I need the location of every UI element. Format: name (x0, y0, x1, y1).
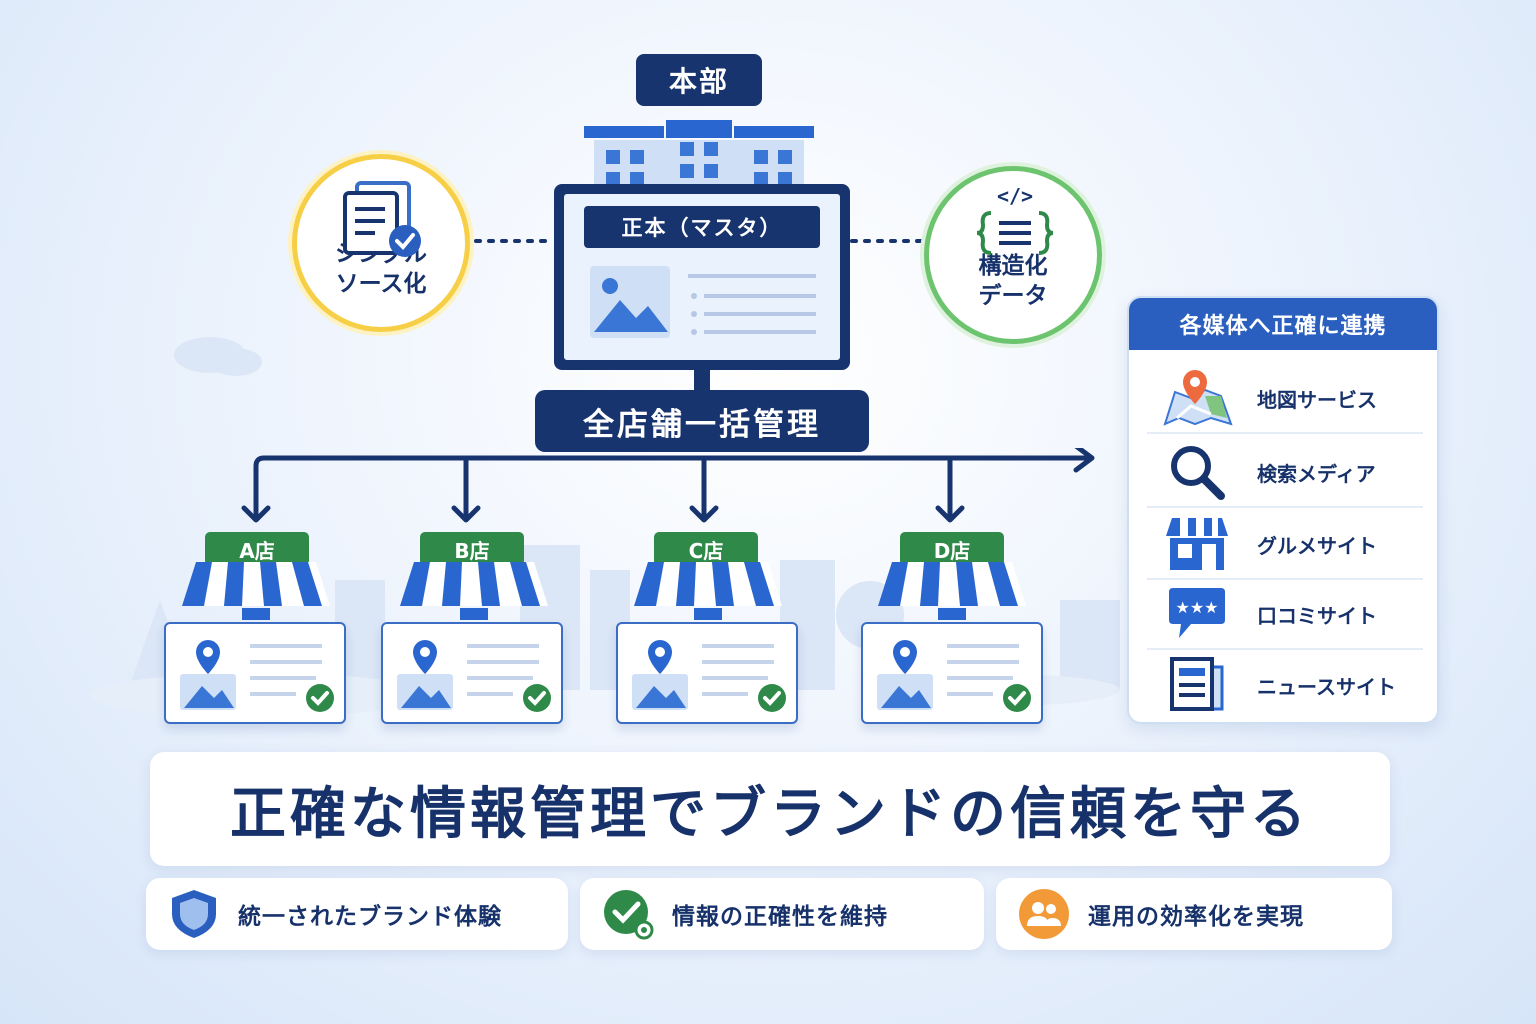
media-panel-title: 各媒体へ正確に連携 (1129, 298, 1437, 350)
shield-icon (172, 890, 216, 938)
media-item-label: 検索メディア (1257, 461, 1376, 486)
store-listing-icon (397, 640, 551, 712)
code-braces-icon: </> (976, 184, 1054, 255)
store-card-a (164, 622, 346, 724)
bulk-management-label: 全店舗一括管理 (535, 390, 869, 452)
media-item-review: ★★★ 口コミサイト (1147, 580, 1423, 650)
media-item-news: ニュースサイト (1147, 650, 1423, 720)
headquarters-building-icon (584, 120, 814, 188)
store-tag-d: D店 (900, 532, 1004, 566)
benefit-label: 統一されたブランド体験 (238, 904, 502, 930)
dotted-connector-right (850, 239, 924, 243)
benefit-brand-experience: 統一されたブランド体験 (146, 878, 568, 950)
store-tag-a: A店 (205, 532, 309, 566)
benefit-label: 情報の正確性を維持 (672, 904, 888, 930)
single-source-label-2: ソース化 (335, 271, 427, 297)
store-awning-icon (878, 562, 1026, 620)
store-awning-icon (182, 562, 330, 620)
store-awning-icon (400, 562, 548, 620)
store-card-c (616, 622, 798, 724)
structured-data-label-2: データ (978, 283, 1048, 309)
media-item-label: 口コミサイト (1257, 603, 1377, 628)
headquarters-label: 本部 (636, 54, 762, 106)
text-lines-icon (688, 274, 816, 335)
media-item-gourmet: グルメサイト (1147, 510, 1423, 580)
documents-check-icon (343, 181, 421, 257)
single-source-circle: シングル ソース化 (292, 154, 470, 332)
check-circle-icon (604, 890, 654, 940)
benefit-accuracy: 情報の正確性を維持 (580, 878, 984, 950)
media-item-label: ニュースサイト (1257, 674, 1396, 699)
store-card-d (861, 622, 1043, 724)
svg-text:</>: </> (997, 184, 1033, 208)
master-label: 正本（マスタ） (584, 206, 820, 248)
search-icon (1171, 446, 1225, 500)
newspaper-icon (1170, 657, 1224, 711)
svg-text:★★★: ★★★ (1175, 598, 1218, 617)
monitor-stand (694, 368, 710, 394)
map-pin-icon (1163, 370, 1233, 426)
store-listing-icon (877, 640, 1031, 712)
store-tag-c: C店 (654, 532, 758, 566)
store-tag-b: B店 (420, 532, 524, 566)
headline: 正確な情報管理でブランドの信頼を守る (150, 752, 1390, 866)
dotted-connector-left (474, 239, 556, 243)
media-item-map: 地図サービス (1147, 364, 1423, 434)
store-listing-icon (180, 640, 334, 712)
structured-data-circle: </> 構造化 データ (924, 166, 1102, 344)
users-icon (1019, 889, 1069, 939)
storefront-icon (1166, 518, 1228, 570)
store-awning-icon (634, 562, 782, 620)
structured-data-label-1: 構造化 (978, 253, 1048, 279)
review-bubble-icon: ★★★ (1169, 588, 1225, 638)
media-item-search: 検索メディア (1147, 438, 1423, 508)
media-item-label: グルメサイト (1257, 533, 1377, 558)
media-panel: 各媒体へ正確に連携 地図サービス 検索メディア グルメサイト ★★★ (1127, 296, 1439, 724)
benefit-label: 運用の効率化を実現 (1088, 904, 1304, 930)
monitor-screen: 正本（マスタ） (564, 194, 840, 360)
master-monitor: 正本（マスタ） (554, 184, 850, 370)
store-card-b (381, 622, 563, 724)
distribution-arrows (241, 448, 1095, 523)
media-item-label: 地図サービス (1257, 387, 1377, 412)
store-listing-icon (632, 640, 786, 712)
benefit-efficiency: 運用の効率化を実現 (996, 878, 1392, 950)
image-placeholder-icon (590, 266, 670, 338)
